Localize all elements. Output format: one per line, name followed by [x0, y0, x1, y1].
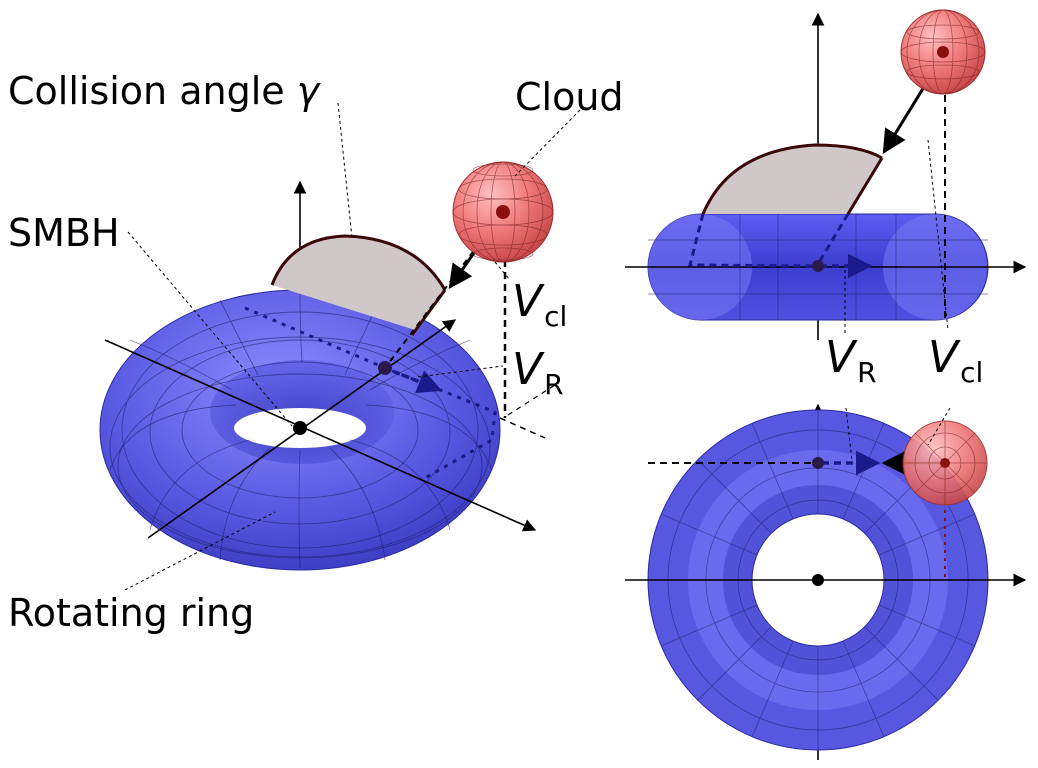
- torus-meridians: [109, 291, 493, 569]
- top-cloud-sphere: [902, 420, 988, 506]
- collision-angle-arc: [270, 234, 447, 291]
- cloud-sphere: [452, 161, 554, 263]
- top-collision-point: [812, 457, 824, 469]
- smbh-label: SMBH: [8, 211, 120, 255]
- cloud-label: Cloud: [515, 75, 624, 119]
- leader-lines-side: [844, 139, 949, 335]
- gamma-symbol: γ: [296, 69, 320, 113]
- left-vr-label: VR: [512, 348, 564, 399]
- side-angle-sector: [703, 145, 882, 214]
- v-symbol: V: [512, 344, 543, 395]
- side-cloud-sphere: [900, 9, 986, 95]
- side-trajectory-ext: [846, 157, 884, 215]
- collision-angle-sector: [272, 236, 445, 330]
- collision-point: [378, 361, 392, 375]
- rotating-ring-label: Rotating ring: [8, 591, 255, 635]
- top-view: [625, 403, 1027, 760]
- top-smbh-point: [812, 574, 824, 586]
- side-view: [625, 9, 1027, 340]
- perspective-view: [99, 102, 581, 591]
- side-collision-point: [812, 260, 824, 272]
- cloud-projection-line: [384, 215, 501, 369]
- v-symbol: V: [825, 332, 856, 383]
- vr-subscript: R: [544, 368, 564, 401]
- collision-angle-label: Collision angle γ: [8, 72, 319, 110]
- leader-lines-left: [124, 102, 581, 591]
- right-vr-label: VR: [825, 336, 877, 387]
- cloud-footprint-dash: [499, 417, 546, 439]
- v-symbol: V: [512, 276, 543, 327]
- collision-angle-text: Collision angle: [8, 69, 285, 113]
- side-ring-dash: [688, 213, 819, 268]
- vr-subscript: R: [857, 356, 877, 389]
- x-axis-line: [104, 339, 537, 532]
- v-symbol: V: [928, 332, 959, 383]
- vcl-subscript: cl: [960, 356, 984, 389]
- smbh-point: [293, 421, 307, 435]
- leader-lines-top: [845, 407, 951, 462]
- side-trajectory-dash: [816, 213, 850, 265]
- left-vcl-label: Vcl: [512, 280, 567, 331]
- side-angle-arc: [701, 143, 883, 215]
- vcl-subscript: cl: [544, 300, 568, 333]
- right-vcl-label: Vcl: [928, 336, 983, 387]
- ring-velocity-path: [244, 306, 497, 480]
